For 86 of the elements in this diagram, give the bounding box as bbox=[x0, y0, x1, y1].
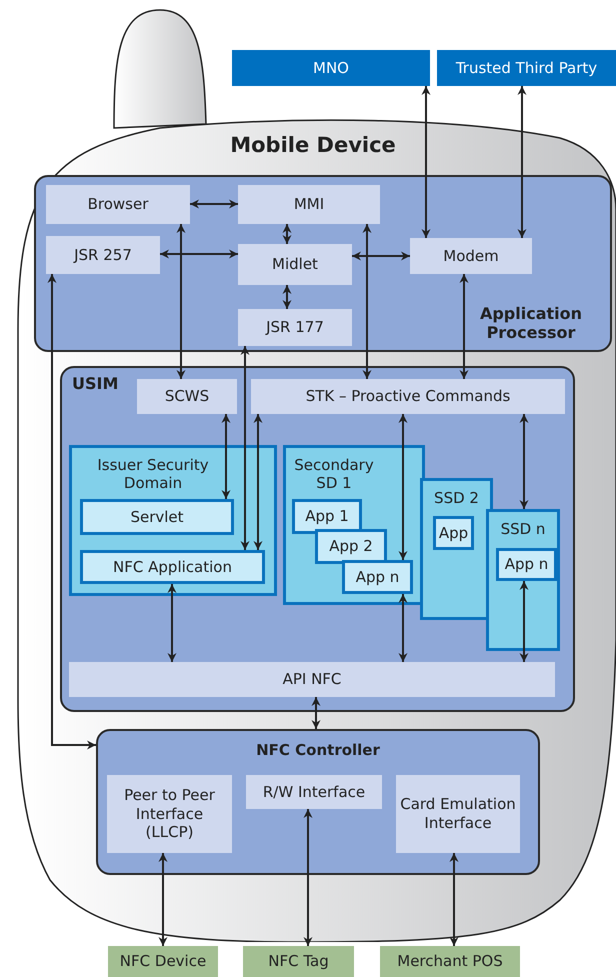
double-arrow bbox=[254, 414, 262, 550]
double-arrow bbox=[304, 809, 312, 946]
node-label: SSD 2 bbox=[433, 489, 480, 507]
double-arrow bbox=[422, 86, 430, 238]
double-arrow bbox=[460, 274, 468, 379]
double-arrow bbox=[312, 697, 320, 729]
node-label: Merchant POS bbox=[396, 952, 504, 971]
applet-box bbox=[433, 516, 474, 550]
node-label: NFC Controller bbox=[255, 741, 381, 759]
double-arrow bbox=[520, 414, 528, 509]
node-label: MNO bbox=[312, 58, 350, 78]
node-label: SCWS bbox=[164, 387, 210, 406]
node-label: Application Processor bbox=[478, 304, 584, 342]
applet-box bbox=[80, 499, 234, 535]
node-label: Trusted Third Party bbox=[454, 58, 598, 78]
node-label: App n bbox=[504, 555, 550, 574]
double-arrow bbox=[168, 584, 176, 662]
security-domain-box bbox=[69, 445, 277, 596]
node-label: Peer to Peer Interface (LLCP) bbox=[123, 786, 216, 842]
node-label: App bbox=[438, 524, 470, 542]
component-box bbox=[251, 379, 565, 414]
node-label: JSR 177 bbox=[264, 318, 325, 337]
node-label: R/W Interface bbox=[262, 782, 366, 802]
double-arrow bbox=[450, 853, 458, 946]
node-label: Browser bbox=[86, 195, 150, 214]
double-arrow bbox=[352, 252, 410, 260]
double-arrow bbox=[398, 414, 408, 560]
node-label: MMI bbox=[292, 195, 326, 214]
double-arrow bbox=[282, 285, 292, 309]
external-entity-box bbox=[437, 50, 616, 86]
component-box bbox=[107, 775, 232, 853]
applet-box bbox=[315, 529, 387, 564]
node-label: Modem bbox=[442, 246, 500, 266]
node-label: NFC Tag bbox=[267, 952, 330, 971]
double-arrow bbox=[240, 346, 250, 550]
node-label: Issuer Security Domain bbox=[96, 456, 210, 492]
component-box bbox=[46, 236, 160, 274]
node-label: Servlet bbox=[129, 508, 185, 526]
module-panel bbox=[96, 729, 540, 875]
double-arrow bbox=[176, 224, 186, 379]
node-label: App n bbox=[354, 568, 400, 586]
double-arrow bbox=[282, 224, 292, 244]
double-arrow bbox=[398, 594, 408, 662]
module-panel bbox=[34, 175, 612, 352]
double-arrow bbox=[158, 853, 168, 946]
security-domain-box bbox=[420, 478, 493, 620]
component-box bbox=[137, 379, 237, 414]
double-arrow bbox=[190, 200, 238, 208]
external-device-box bbox=[243, 946, 354, 977]
security-domain-box bbox=[486, 509, 560, 651]
double-arrow bbox=[518, 86, 526, 238]
component-box bbox=[238, 244, 352, 285]
node-label: JSR 257 bbox=[72, 246, 133, 264]
node-label: Midlet bbox=[271, 255, 319, 274]
module-panel bbox=[60, 366, 575, 712]
applet-box bbox=[342, 560, 413, 594]
node-label: App 1 bbox=[304, 507, 350, 526]
node-label: NFC Device bbox=[118, 952, 208, 971]
double-arrow bbox=[520, 581, 528, 662]
node-label: Mobile Device bbox=[229, 133, 397, 158]
node-label: App 2 bbox=[328, 537, 374, 556]
component-box bbox=[410, 238, 532, 274]
external-device-box bbox=[380, 946, 520, 977]
node-label: Card Emulation Interface bbox=[399, 795, 517, 833]
component-box bbox=[46, 185, 190, 224]
component-box bbox=[238, 185, 380, 224]
node-label: STK – Proactive Commands bbox=[304, 387, 512, 406]
double-arrow bbox=[48, 274, 96, 750]
external-entity-box bbox=[232, 50, 430, 86]
applet-box bbox=[80, 550, 265, 584]
double-arrow bbox=[362, 224, 372, 379]
component-box bbox=[238, 309, 352, 346]
node-label: Secondary SD 1 bbox=[293, 456, 375, 492]
double-arrow bbox=[222, 414, 230, 499]
node-label: USIM bbox=[72, 374, 118, 394]
node-label: SSD n bbox=[500, 520, 546, 538]
component-box bbox=[396, 775, 520, 853]
node-label: NFC Application bbox=[112, 558, 233, 576]
applet-box bbox=[496, 548, 557, 581]
double-arrow bbox=[160, 250, 238, 258]
applet-box bbox=[292, 499, 362, 534]
security-domain-box bbox=[283, 445, 425, 605]
component-box bbox=[69, 662, 555, 697]
external-device-box bbox=[108, 946, 218, 977]
node-label: API NFC bbox=[282, 670, 342, 689]
component-box bbox=[246, 775, 382, 809]
